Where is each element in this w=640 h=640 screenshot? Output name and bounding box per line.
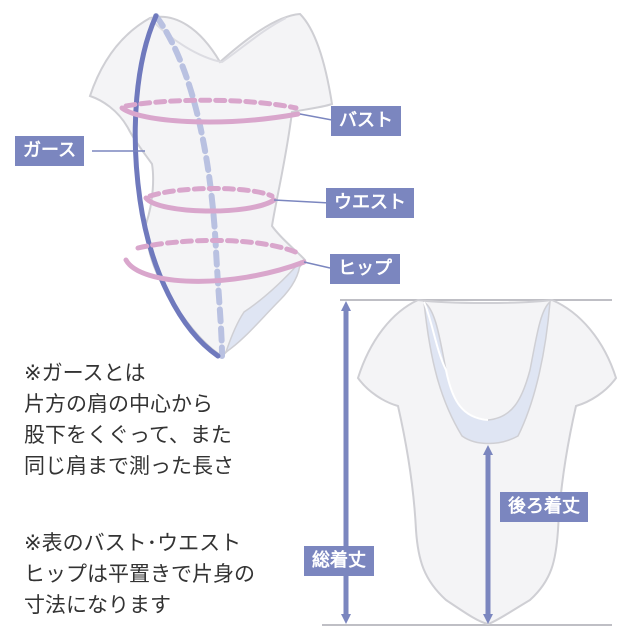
back-leotard-illustration [322,298,618,626]
note-line: ヒップは平置きで片身の [24,562,255,586]
back-length-label: 後ろ着丈 [500,492,588,522]
note-line: 片方の肩の中心から [24,392,213,416]
bust-label: バスト [331,106,401,136]
girth-label: ガース [15,136,85,166]
girth-note: ※ガースとは 片方の肩の中心から 股下をくぐって、また 同じ肩まで測った長さ [24,358,234,482]
note-line: 同じ肩まで測った長さ [24,454,234,478]
hip-label: ヒップ [330,254,400,284]
note-line: ※ガースとは [24,361,146,385]
total-length-label: 総着丈 [304,546,374,576]
measurement-note: ※表のバスト･ウエスト ヒップは平置きで片身の 寸法になります [24,528,255,621]
waist-label: ウエスト [326,188,414,218]
note-line: 股下をくぐって、また [24,423,232,447]
front-leotard-illustration [88,12,334,359]
note-line: 寸法になります [24,593,171,617]
note-line: ※表のバスト･ウエスト [24,531,242,555]
